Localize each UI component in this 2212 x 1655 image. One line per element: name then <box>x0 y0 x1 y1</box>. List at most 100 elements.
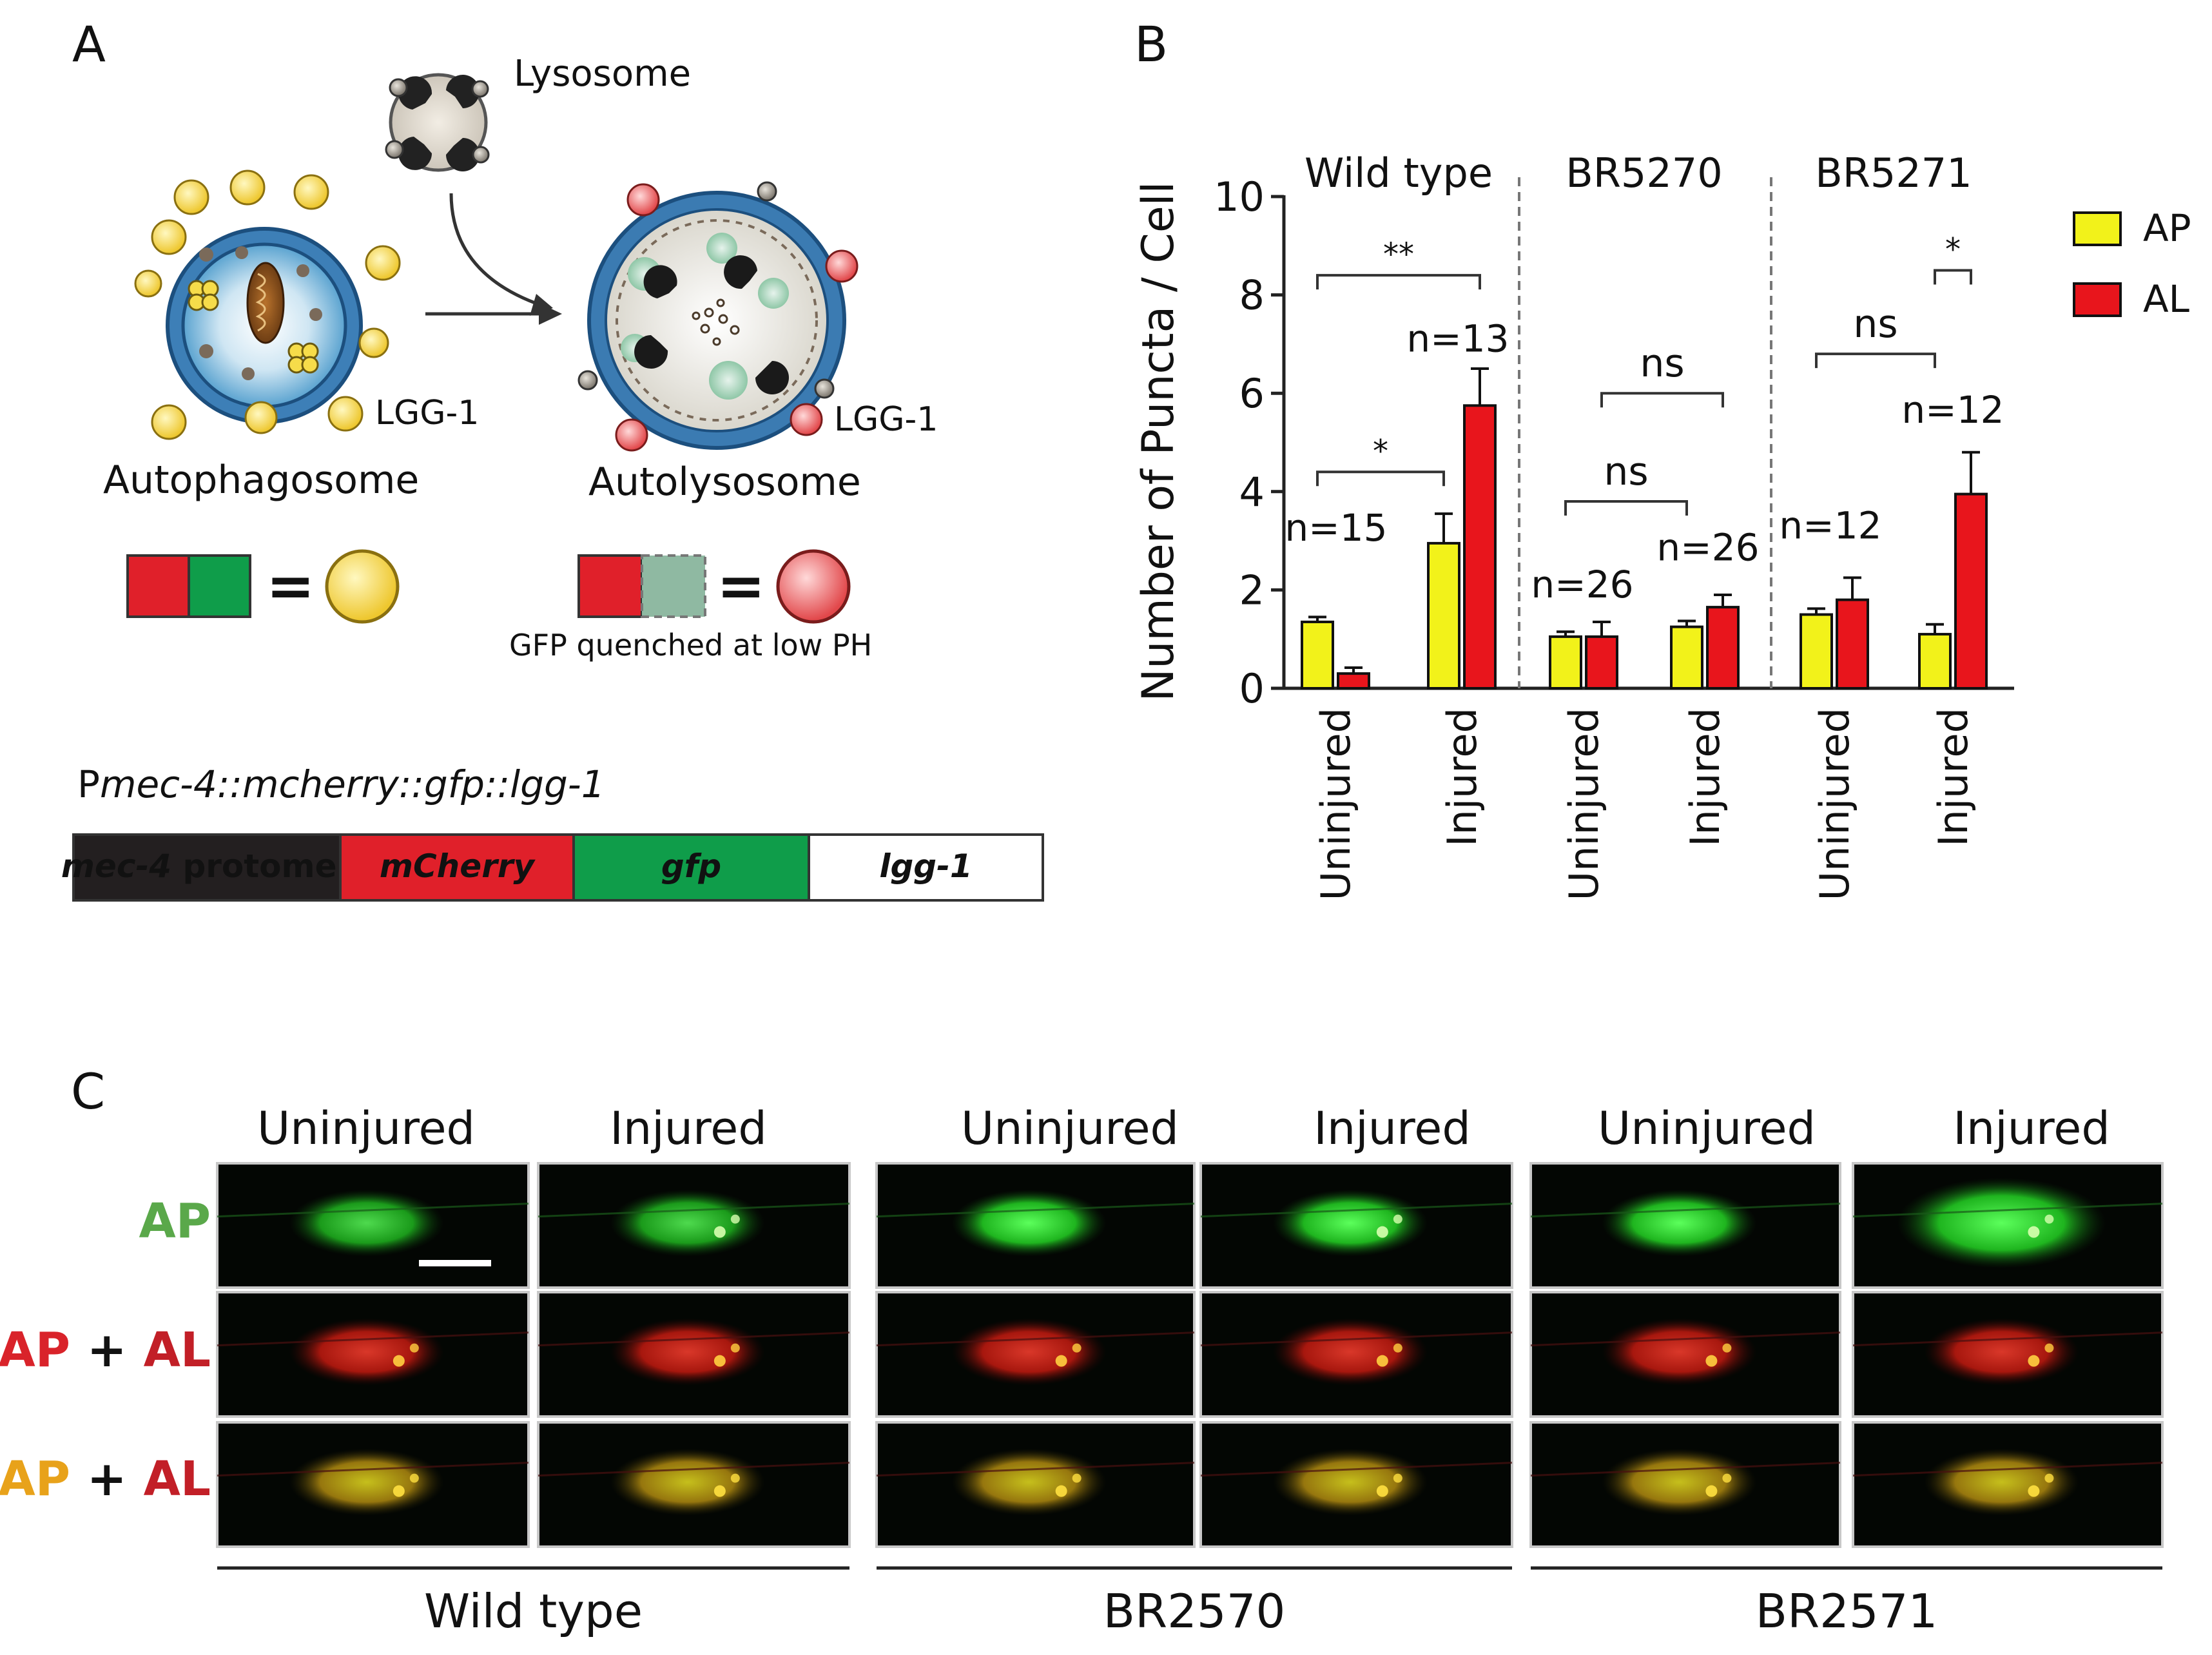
group-label: BR2570 <box>1103 1584 1286 1638</box>
micrograph-image <box>1199 1421 1513 1548</box>
quench-note: GFP quenched at low PH <box>509 628 872 663</box>
row-label: AP + AL <box>0 1451 211 1507</box>
bar-al <box>1585 635 1618 690</box>
cell-fluorescence <box>951 1318 1107 1386</box>
lysosome-illustration <box>385 73 490 172</box>
cell-fluorescence <box>1924 1448 2079 1516</box>
bar-ap <box>1800 613 1833 690</box>
column-header: Uninjured <box>1598 1102 1816 1155</box>
construct-segment-label: gfp <box>661 847 721 885</box>
cell-fluorescence <box>1602 1318 1757 1386</box>
panel-label-b: B <box>1134 15 1168 73</box>
legend-swatch <box>2073 282 2122 317</box>
legend-label: AP <box>2143 206 2191 250</box>
column-header: Injured <box>1314 1102 1471 1155</box>
x-category-label: Uninjured <box>1811 708 1858 900</box>
equals-sign-left: = <box>266 552 315 620</box>
cell-fluorescence <box>951 1448 1107 1516</box>
puncta-dot <box>393 1485 405 1497</box>
significance-label: * <box>1945 231 1961 267</box>
column-header: Injured <box>610 1102 767 1155</box>
legend-swatch <box>2073 211 2122 246</box>
cell-fluorescence <box>1602 1189 1757 1257</box>
cell-fluorescence <box>1897 1177 2106 1268</box>
x-category-label: Injured <box>1930 708 1977 847</box>
group-title: Wild type <box>1305 150 1493 197</box>
y-tick-label: 8 <box>1239 272 1265 319</box>
neurite-trace <box>1530 1203 1841 1218</box>
y-tick-label: 6 <box>1239 370 1265 417</box>
neurite-trace <box>1200 1203 1513 1218</box>
puncta-dot <box>1722 1473 1732 1483</box>
bar-ap <box>1670 625 1703 690</box>
neurite-trace <box>217 1331 529 1347</box>
cell-fluorescence <box>289 1448 444 1516</box>
x-category-label: Injured <box>1682 708 1729 847</box>
n-label: n=15 <box>1285 506 1387 550</box>
n-label: n=26 <box>1531 563 1633 606</box>
cell-fluorescence <box>610 1189 765 1257</box>
row-label: AP + AL <box>0 1322 211 1378</box>
significance-label: ns <box>1853 302 1897 347</box>
puncta-dot <box>1376 1485 1388 1497</box>
significance-bracket <box>1564 500 1688 516</box>
puncta-dot <box>2044 1214 2054 1224</box>
cell-fluorescence <box>1602 1448 1757 1516</box>
bar-ap <box>1918 633 1952 690</box>
puncta-dot <box>2044 1473 2054 1483</box>
bar-al <box>1463 404 1497 690</box>
group-label: BR2571 <box>1756 1584 1938 1638</box>
construct-name: Pmec-4::mcherry::gfp::lgg-1 <box>77 762 605 806</box>
significance-label: * <box>1373 433 1388 469</box>
puncta-dot <box>1072 1473 1082 1483</box>
puncta-dot <box>713 1355 726 1367</box>
x-category-label: Uninjured <box>1560 708 1607 900</box>
bar-ap <box>1549 635 1582 690</box>
significance-label: ns <box>1640 341 1684 386</box>
neurite-trace <box>876 1331 1195 1347</box>
y-tick-label: 4 <box>1239 469 1265 516</box>
lgg1-label-right: LGG-1 <box>834 400 938 439</box>
autophagosome-key: = <box>126 549 400 624</box>
significance-bracket <box>1316 274 1481 290</box>
neurite-trace <box>538 1331 850 1347</box>
construct-segment <box>72 833 342 902</box>
neurite-trace <box>217 1462 529 1477</box>
neurite-trace <box>876 1462 1195 1477</box>
neurite-trace <box>1530 1462 1841 1477</box>
construct-segment <box>572 833 810 902</box>
cell-fluorescence <box>1272 1448 1428 1516</box>
puncta-dot <box>2028 1226 2040 1238</box>
x-category-label: Uninjured <box>1312 708 1359 900</box>
equals-sign-right: = <box>717 552 765 620</box>
n-label: n=12 <box>1901 388 2004 432</box>
puncta-dot <box>1705 1485 1718 1497</box>
puncta-dot <box>1055 1485 1067 1497</box>
bar-ap <box>1301 620 1334 690</box>
bar-al <box>1954 492 1988 690</box>
autolysosome-illustration <box>577 181 859 452</box>
n-label: n=13 <box>1406 316 1509 360</box>
puncta-dot <box>730 1473 740 1483</box>
autophagosome-label: Autophagosome <box>103 458 419 503</box>
puncta-dot <box>1705 1355 1718 1367</box>
puncta-dot <box>1055 1355 1067 1367</box>
group-title: BR5270 <box>1566 150 1722 197</box>
yellow-puncta-icon <box>325 549 400 624</box>
n-label: n=26 <box>1656 526 1759 570</box>
y-axis-label: Number of Puncta / Cell <box>1133 182 1184 702</box>
y-tick-label: 0 <box>1239 665 1265 712</box>
legend-label: AL <box>2143 277 2189 321</box>
puncta-dot <box>713 1226 726 1238</box>
x-category-label: Injured <box>1439 708 1486 847</box>
neurite-trace <box>1530 1331 1841 1347</box>
puncta-dot <box>2044 1343 2054 1353</box>
puncta-dot <box>1393 1343 1402 1353</box>
puncta-dot <box>2028 1355 2040 1367</box>
lysosome-label: Lysosome <box>514 53 691 95</box>
fusion-arrow <box>449 193 536 305</box>
neurite-trace <box>538 1203 850 1218</box>
autolysosome-key: = <box>577 549 851 624</box>
